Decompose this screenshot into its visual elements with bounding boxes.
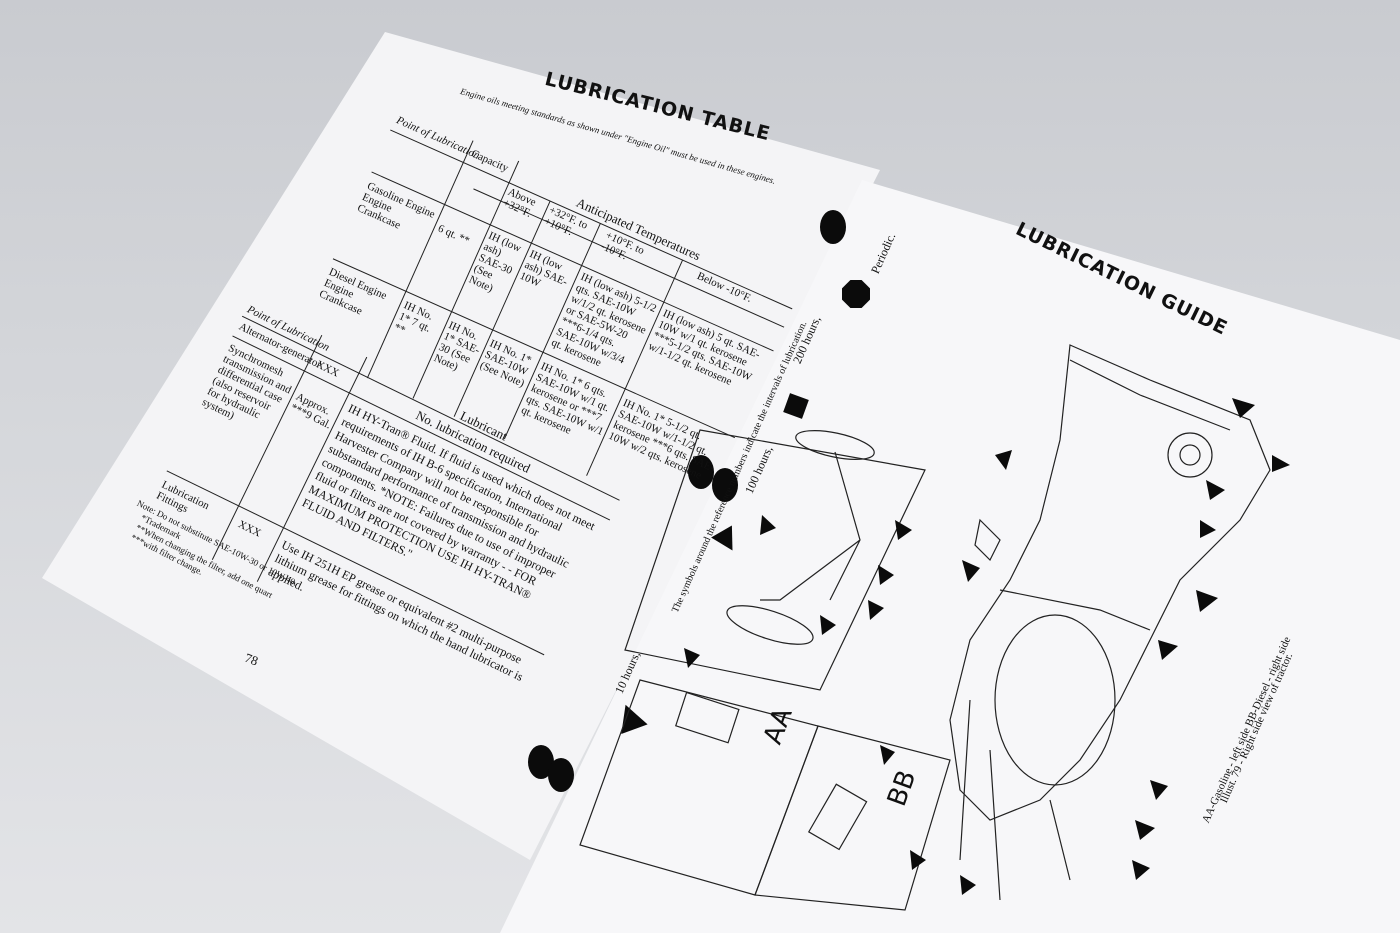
binding-hole (712, 468, 738, 502)
binding-hole (688, 455, 714, 489)
binding-hole (820, 210, 846, 244)
binding-hole (548, 758, 574, 792)
periodic-symbol (842, 280, 870, 308)
table-lines (332, 129, 793, 476)
second-table-lines (166, 315, 620, 656)
